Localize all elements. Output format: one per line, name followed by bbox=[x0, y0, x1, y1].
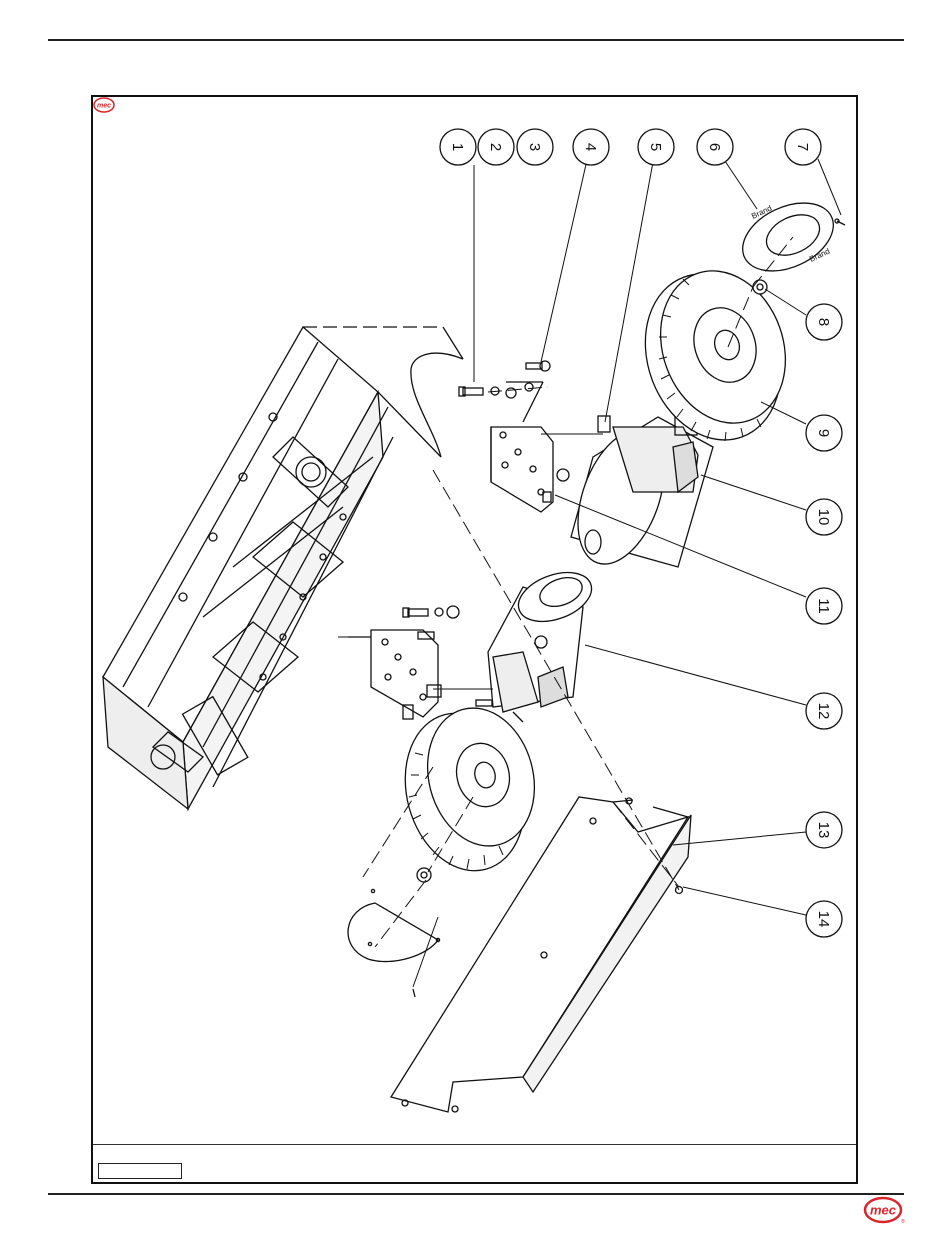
callout-8-label: 8 bbox=[815, 318, 832, 326]
frame-logo: mec bbox=[93, 97, 115, 113]
frame-logo-text: mec bbox=[97, 103, 111, 110]
callout-9-label: 9 bbox=[815, 429, 832, 437]
callout-2-label: 2 bbox=[487, 143, 504, 151]
chassis-frame bbox=[103, 327, 463, 809]
callout-14-label: 14 bbox=[815, 911, 832, 928]
callout-7: 7 bbox=[785, 129, 821, 165]
title-block-rule bbox=[93, 1144, 856, 1145]
callout-2: 2 bbox=[478, 129, 514, 165]
corner-logo: mec ® bbox=[863, 1196, 905, 1226]
exploded-view-diagram: Brand Brand bbox=[93, 97, 856, 1182]
callout-6: 6 bbox=[697, 129, 733, 165]
lower-motor-mount bbox=[371, 630, 441, 719]
callout-11: 11 bbox=[806, 588, 842, 624]
callout-1-label: 1 bbox=[449, 143, 466, 151]
cover-screw bbox=[835, 219, 845, 225]
callout-8: 8 bbox=[806, 304, 842, 340]
footer-rule bbox=[48, 1193, 904, 1195]
callout-3-label: 3 bbox=[526, 143, 543, 151]
callout-9: 9 bbox=[806, 415, 842, 451]
corner-logo-text: mec bbox=[870, 1203, 897, 1218]
svg-text:®: ® bbox=[901, 1218, 905, 1225]
lower-drive-motor bbox=[476, 563, 598, 722]
callout-3: 3 bbox=[517, 129, 553, 165]
upper-motor-mount bbox=[491, 427, 569, 512]
drawing-frame: Brand Brand bbox=[91, 95, 858, 1184]
callout-4-label: 4 bbox=[582, 143, 599, 151]
callout-10-label: 10 bbox=[815, 509, 832, 526]
lower-wheel-cover bbox=[348, 889, 440, 997]
title-block-box bbox=[98, 1163, 182, 1179]
callout-4: 4 bbox=[573, 129, 609, 165]
callout-14: 14 bbox=[806, 901, 842, 937]
callout-11-label: 11 bbox=[815, 598, 832, 614]
upper-hub-nut bbox=[753, 280, 767, 294]
callout-13: 13 bbox=[806, 812, 842, 848]
upper-bolt-hardware bbox=[459, 361, 550, 422]
callout-6-label: 6 bbox=[706, 143, 723, 151]
callout-13-label: 13 bbox=[815, 822, 832, 839]
callout-7-label: 7 bbox=[794, 143, 811, 151]
callout-12-label: 12 bbox=[815, 703, 832, 720]
callout-12: 12 bbox=[806, 693, 842, 729]
wheel-cover-plate: Brand Brand bbox=[732, 190, 844, 285]
callout-5: 5 bbox=[638, 129, 674, 165]
callout-10: 10 bbox=[806, 499, 842, 535]
lower-wheel bbox=[388, 696, 549, 884]
callout-5-label: 5 bbox=[647, 143, 664, 151]
header-rule bbox=[48, 39, 904, 41]
callout-1: 1 bbox=[440, 129, 476, 165]
